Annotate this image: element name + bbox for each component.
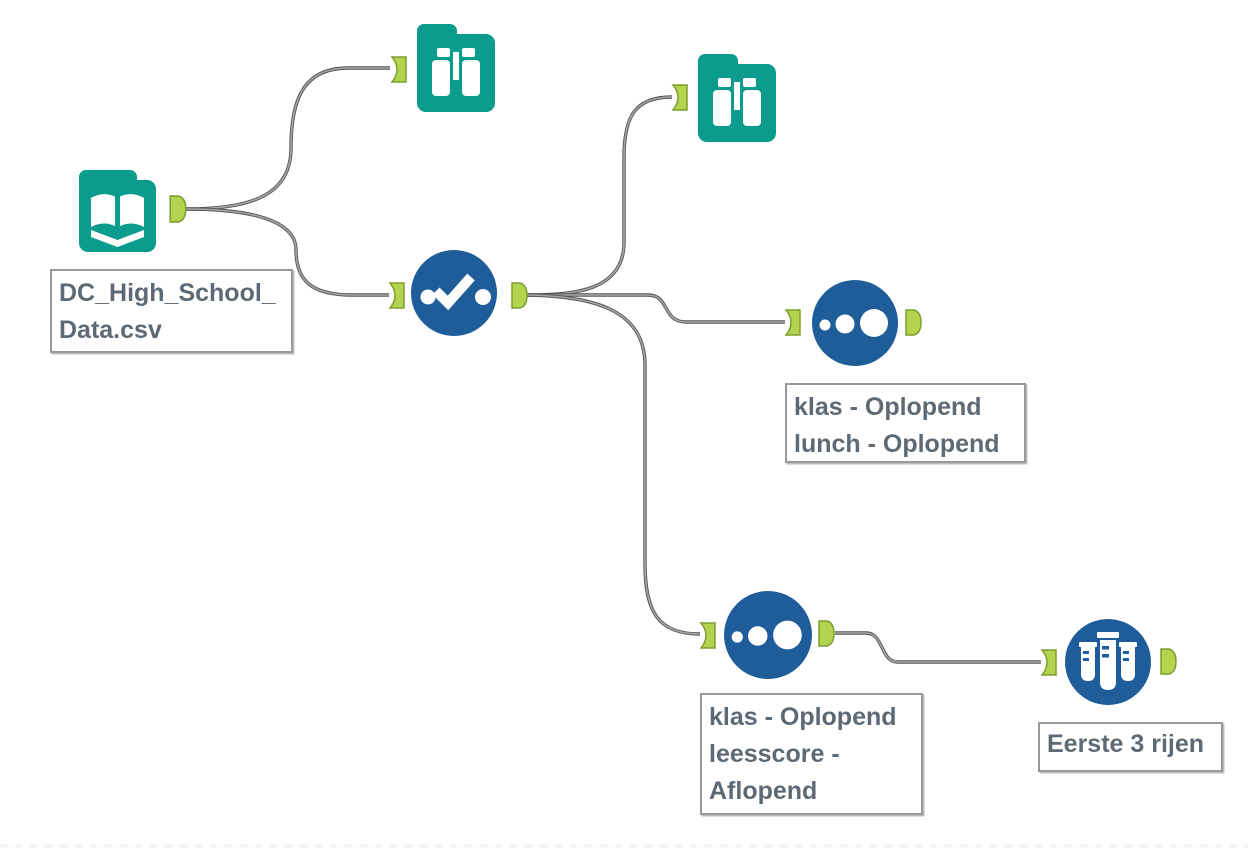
- annotation-input-data[interactable]: DC_High_School_ Data.csv: [50, 269, 293, 353]
- select-input-anchor[interactable]: [388, 282, 405, 309]
- select-checkmark-icon: [411, 250, 497, 336]
- connection-select-to-sort-lunch[interactable]: [527, 293, 785, 324]
- annotation-line: klas - Oplopend: [709, 703, 897, 731]
- sort-leesscore-tool[interactable]: [724, 591, 812, 684]
- connection-select-to-browse-mid[interactable]: [526, 95, 673, 297]
- annotation-sort-leesscore[interactable]: klas - Oplopend leesscore - Aflopend: [700, 693, 923, 815]
- sort-dots-icon: [724, 591, 812, 679]
- connection-input-to-browse-top[interactable]: [185, 66, 390, 211]
- connection-sort-leesscore-to-sample[interactable]: [835, 631, 1041, 664]
- sort-lunch-output-anchor[interactable]: [905, 309, 922, 336]
- connection-input-to-select[interactable]: [185, 207, 389, 297]
- browse-binoculars-icon: [698, 54, 776, 142]
- browse-mid-tool[interactable]: [694, 52, 780, 147]
- annotation-sort-lunch[interactable]: klas - Oplopend lunch - Oplopend: [785, 383, 1026, 463]
- sample-test-tubes-icon: [1065, 619, 1151, 705]
- connection-select-to-sort-leesscore[interactable]: [526, 293, 701, 636]
- input-data-book-icon: [79, 170, 156, 252]
- browse-mid-input-anchor[interactable]: [671, 84, 688, 111]
- annotation-line: Aflopend: [709, 777, 818, 805]
- sort-lunch-input-anchor[interactable]: [784, 309, 801, 336]
- input-data-tool[interactable]: [75, 168, 160, 257]
- annotation-line: leesscore -: [709, 740, 840, 768]
- sample-output-anchor[interactable]: [1160, 648, 1177, 675]
- annotation-line: Eerste 3 rijen: [1047, 730, 1205, 758]
- browse-top-tool[interactable]: [413, 22, 499, 117]
- sort-dots-icon: [812, 280, 898, 366]
- sort-leesscore-output-anchor[interactable]: [818, 620, 835, 647]
- select-output-anchor[interactable]: [511, 282, 528, 309]
- annotation-line: DC_High_School_: [59, 279, 276, 307]
- browse-binoculars-icon: [417, 24, 495, 112]
- select-tool[interactable]: [411, 250, 497, 341]
- annotation-line: Data.csv: [59, 316, 162, 344]
- browse-top-input-anchor[interactable]: [390, 56, 407, 83]
- bottom-edge-artifact: [0, 844, 1248, 848]
- annotation-sample[interactable]: Eerste 3 rijen: [1038, 722, 1223, 772]
- sort-leesscore-input-anchor[interactable]: [699, 622, 716, 649]
- annotation-line: lunch - Oplopend: [794, 430, 1000, 458]
- annotation-line: klas - Oplopend: [794, 393, 982, 421]
- sample-input-anchor[interactable]: [1040, 649, 1057, 676]
- input-data-output-anchor[interactable]: [169, 195, 187, 223]
- sort-lunch-tool[interactable]: [812, 280, 898, 371]
- sample-tool[interactable]: [1064, 618, 1152, 711]
